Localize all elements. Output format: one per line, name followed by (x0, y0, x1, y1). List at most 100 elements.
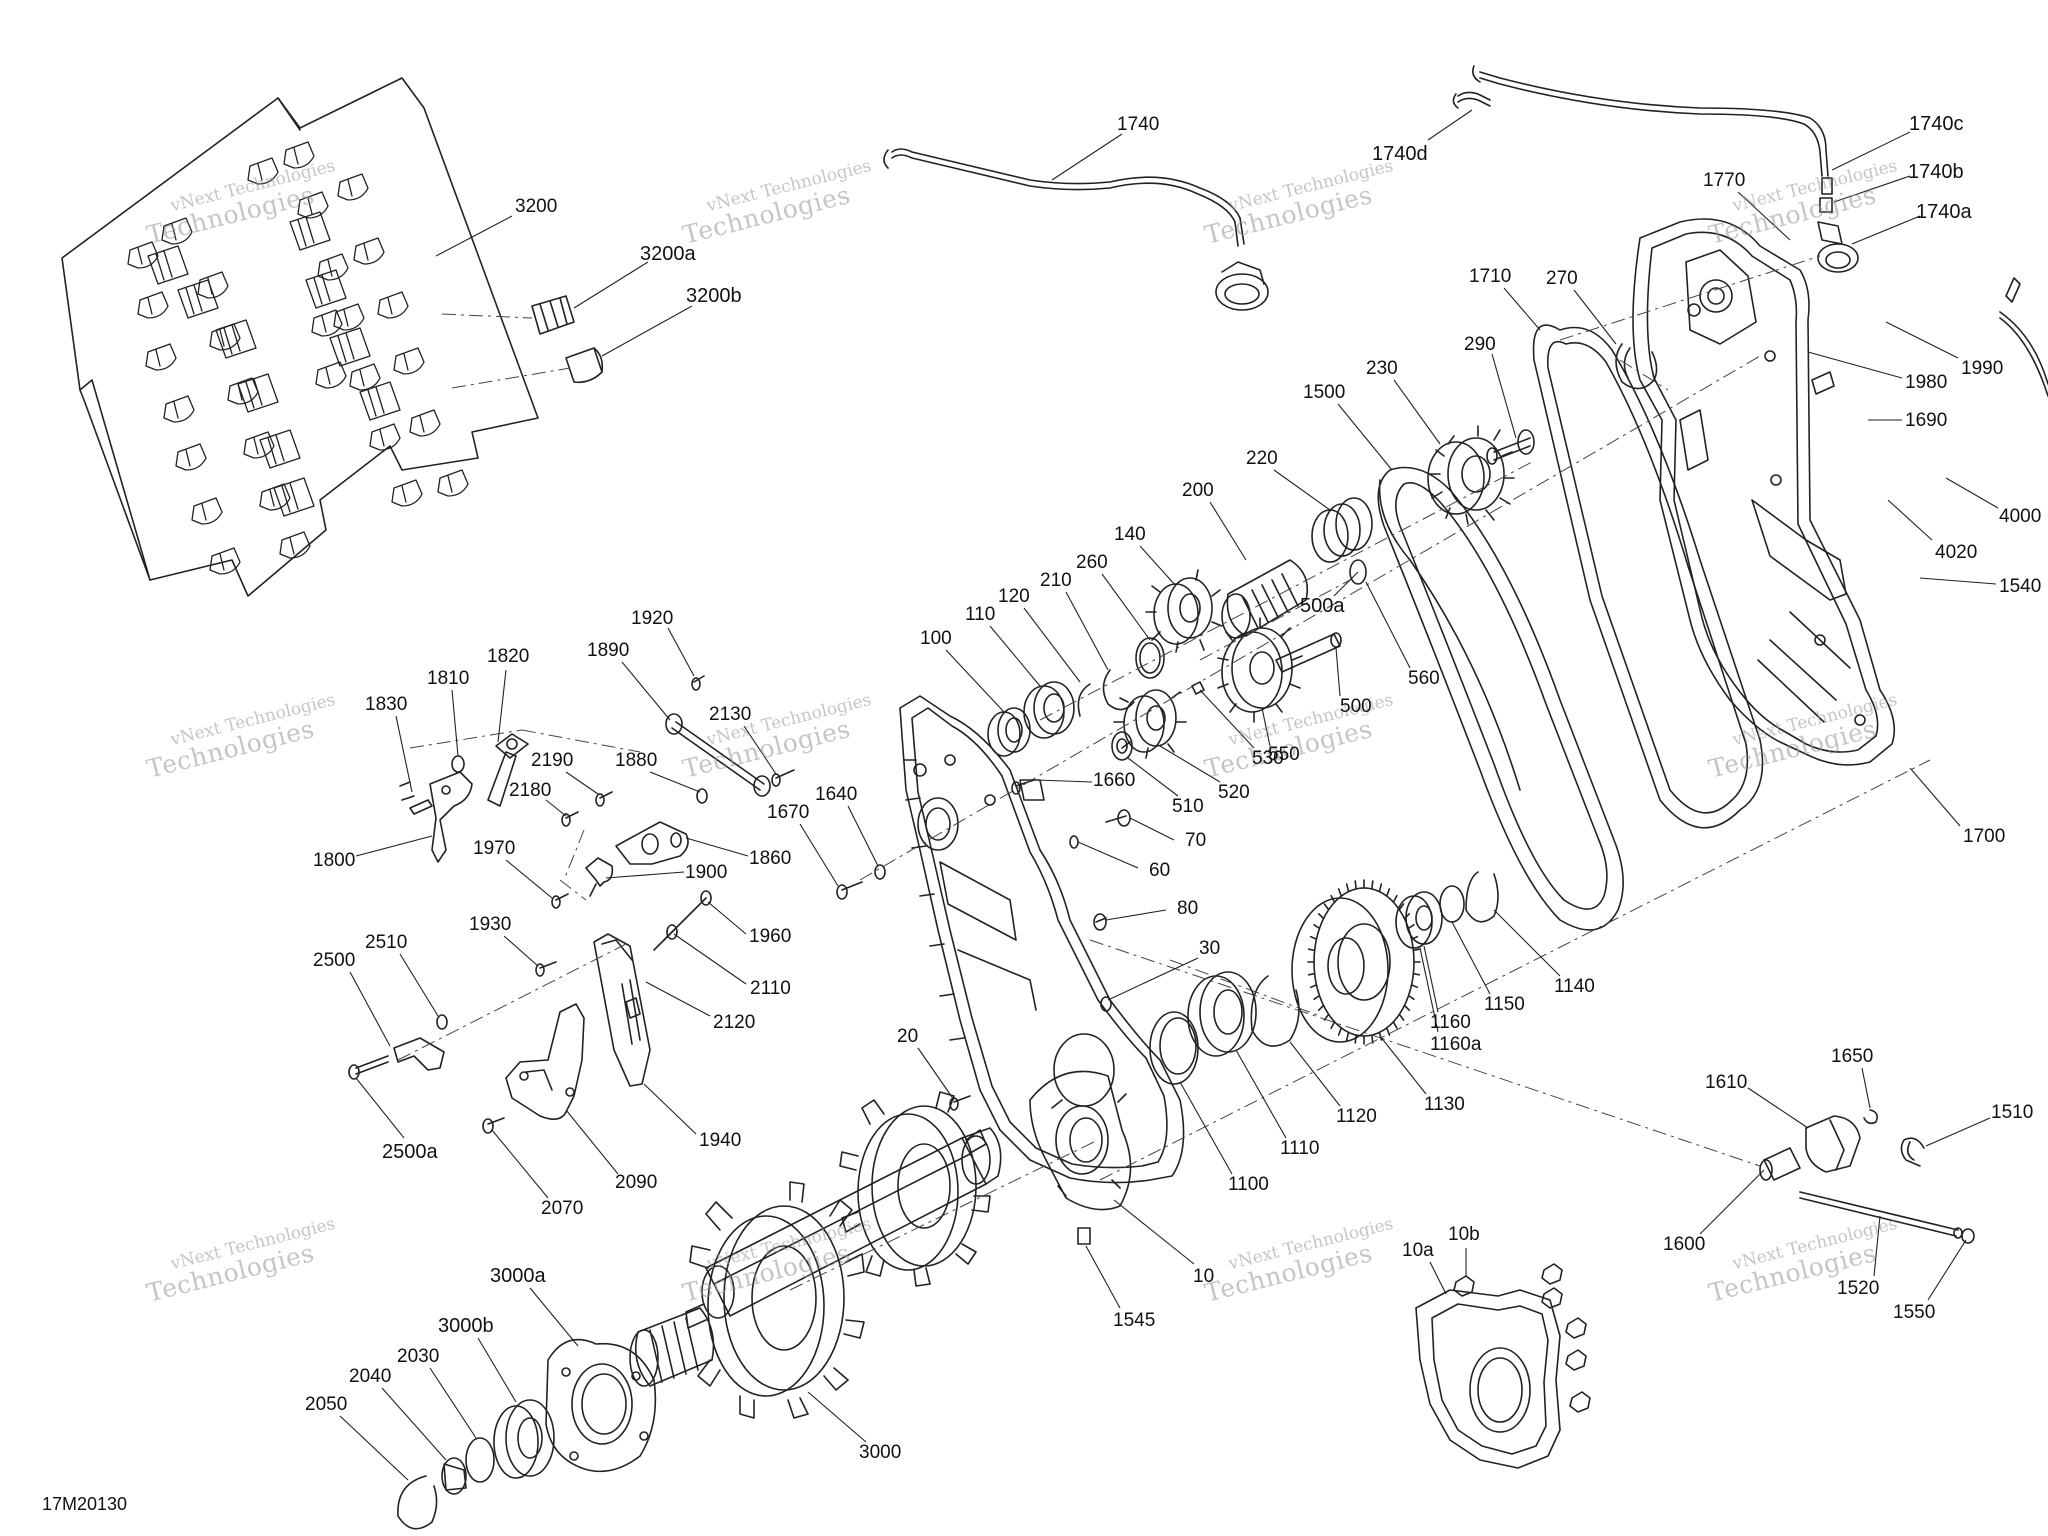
callout-1545: 1545 (1113, 1310, 1156, 1331)
circlip-1150 (1440, 886, 1464, 922)
callout-4000: 4000 (1999, 506, 2042, 527)
callout-100: 100 (920, 628, 952, 649)
cover-plate-10 (1030, 1071, 1131, 1209)
leader-line-3000 (808, 1392, 866, 1442)
callout-3000a: 3000a (490, 1265, 546, 1287)
leader-line-1550 (1928, 1240, 1966, 1300)
callout-140: 140 (1114, 524, 1146, 545)
circlip-1120 (1251, 976, 1299, 1046)
leader-line-2180 (546, 800, 566, 816)
callout-2190: 2190 (531, 750, 574, 771)
leader-line-1140 (1494, 910, 1560, 976)
leader-line-200 (1210, 502, 1246, 560)
leader-line-2500a (356, 1078, 404, 1138)
leader-line-70 (1130, 818, 1174, 840)
gear-tooth (1405, 1006, 1410, 1011)
leader-line-1740c (1832, 132, 1910, 170)
leader-line-2090 (566, 1110, 618, 1174)
callout-1740b: 1740b (1908, 161, 1964, 183)
callout-4020: 4020 (1935, 542, 1978, 563)
callout-1940: 1940 (699, 1130, 742, 1151)
circlip-2050 (398, 1476, 437, 1529)
callout-1540: 1540 (1999, 576, 2042, 597)
leader-line-560 (1366, 582, 1410, 668)
circlip-210 (1103, 670, 1134, 710)
callout-3200b: 3200b (686, 285, 742, 307)
jackshaft-200 (1222, 560, 1307, 638)
leader-line-1160 (1424, 946, 1438, 1012)
ring-1100 (1150, 1012, 1198, 1084)
leader-line-140 (1140, 546, 1176, 586)
callout-1600: 1600 (1663, 1234, 1706, 1255)
callout-1610: 1610 (1705, 1072, 1748, 1093)
callout-1110: 1110 (1280, 1138, 1320, 1159)
gear-tooth (1347, 884, 1349, 892)
leader-line-230 (1394, 380, 1440, 444)
callout-2050: 2050 (305, 1394, 348, 1415)
callout-1660: 1660 (1093, 770, 1136, 791)
gear-tooth (1339, 889, 1342, 896)
callout-2120: 2120 (713, 1012, 756, 1033)
leader-line-1700 (1910, 768, 1960, 826)
gear-tooth (1380, 884, 1382, 892)
chaincase-housing (900, 696, 1184, 1183)
large-gear-1130 (1292, 880, 1420, 1044)
bearing-110 (1024, 682, 1074, 738)
leader-line-2030 (430, 1368, 476, 1438)
callout-260: 260 (1076, 552, 1108, 573)
callout-1160a: 1160a (1430, 1034, 1482, 1055)
callout-1120: 1120 (1336, 1106, 1377, 1127)
callout-1150: 1150 (1484, 994, 1525, 1015)
callout-290: 290 (1464, 334, 1496, 355)
leader-line-1990 (1886, 322, 1958, 358)
bracket-1860 (616, 822, 688, 864)
callout-2110: 2110 (750, 978, 791, 999)
chain-1710 (1534, 325, 1763, 828)
track-nub (394, 348, 424, 374)
gear-140 (1146, 570, 1222, 652)
leader-line-2190 (566, 772, 598, 794)
gear-tooth (1393, 1022, 1397, 1028)
leader-line-100 (946, 650, 1004, 712)
leader-line-1740 (1052, 134, 1122, 180)
shaft-2500 (349, 1038, 444, 1079)
callout-1510: 1510 (1991, 1102, 2034, 1123)
drive-axle-3000 (702, 1128, 1001, 1318)
callout-1550: 1550 (1893, 1302, 1936, 1323)
callout-10b: 10b (1448, 1224, 1480, 1245)
callout-1880: 1880 (615, 750, 658, 771)
track-nub (354, 238, 384, 264)
track-nub (128, 242, 158, 268)
leader-line-3000a (530, 1288, 578, 1346)
splined-end-3000 (630, 1308, 714, 1386)
leader-line-1890 (622, 662, 670, 720)
callout-1960: 1960 (749, 926, 792, 947)
callout-220: 220 (1246, 448, 1278, 469)
gear-tooth (1412, 985, 1418, 987)
callout-200: 200 (1182, 480, 1214, 501)
callout-270: 270 (1546, 268, 1578, 289)
track-nub (146, 344, 176, 370)
ring-260 (1136, 638, 1164, 678)
track-nub (192, 498, 222, 524)
washer-500a (1350, 560, 1366, 584)
callout-1740a: 1740a (1916, 201, 1972, 223)
callout-500: 500 (1340, 696, 1372, 717)
track-cleat (216, 320, 256, 358)
callout-1830: 1830 (365, 694, 408, 715)
leader-line-500 (1336, 648, 1340, 696)
callout-1520: 1520 (1837, 1278, 1880, 1299)
fastener-80 (1094, 914, 1106, 930)
callout-1980: 1980 (1905, 372, 1948, 393)
nut-2040 (442, 1458, 466, 1494)
bolt-2510 (437, 1015, 447, 1029)
leader-line-1150 (1452, 922, 1490, 994)
callout-1970: 1970 (473, 838, 516, 859)
callout-70: 70 (1185, 830, 1207, 851)
track-nub (210, 324, 240, 350)
link-1890 (666, 714, 770, 796)
leader-line-1520 (1874, 1216, 1880, 1276)
grouser-3200a (532, 296, 574, 334)
bolt-290 (1487, 430, 1534, 464)
callout-1700: 1700 (1963, 826, 2006, 847)
